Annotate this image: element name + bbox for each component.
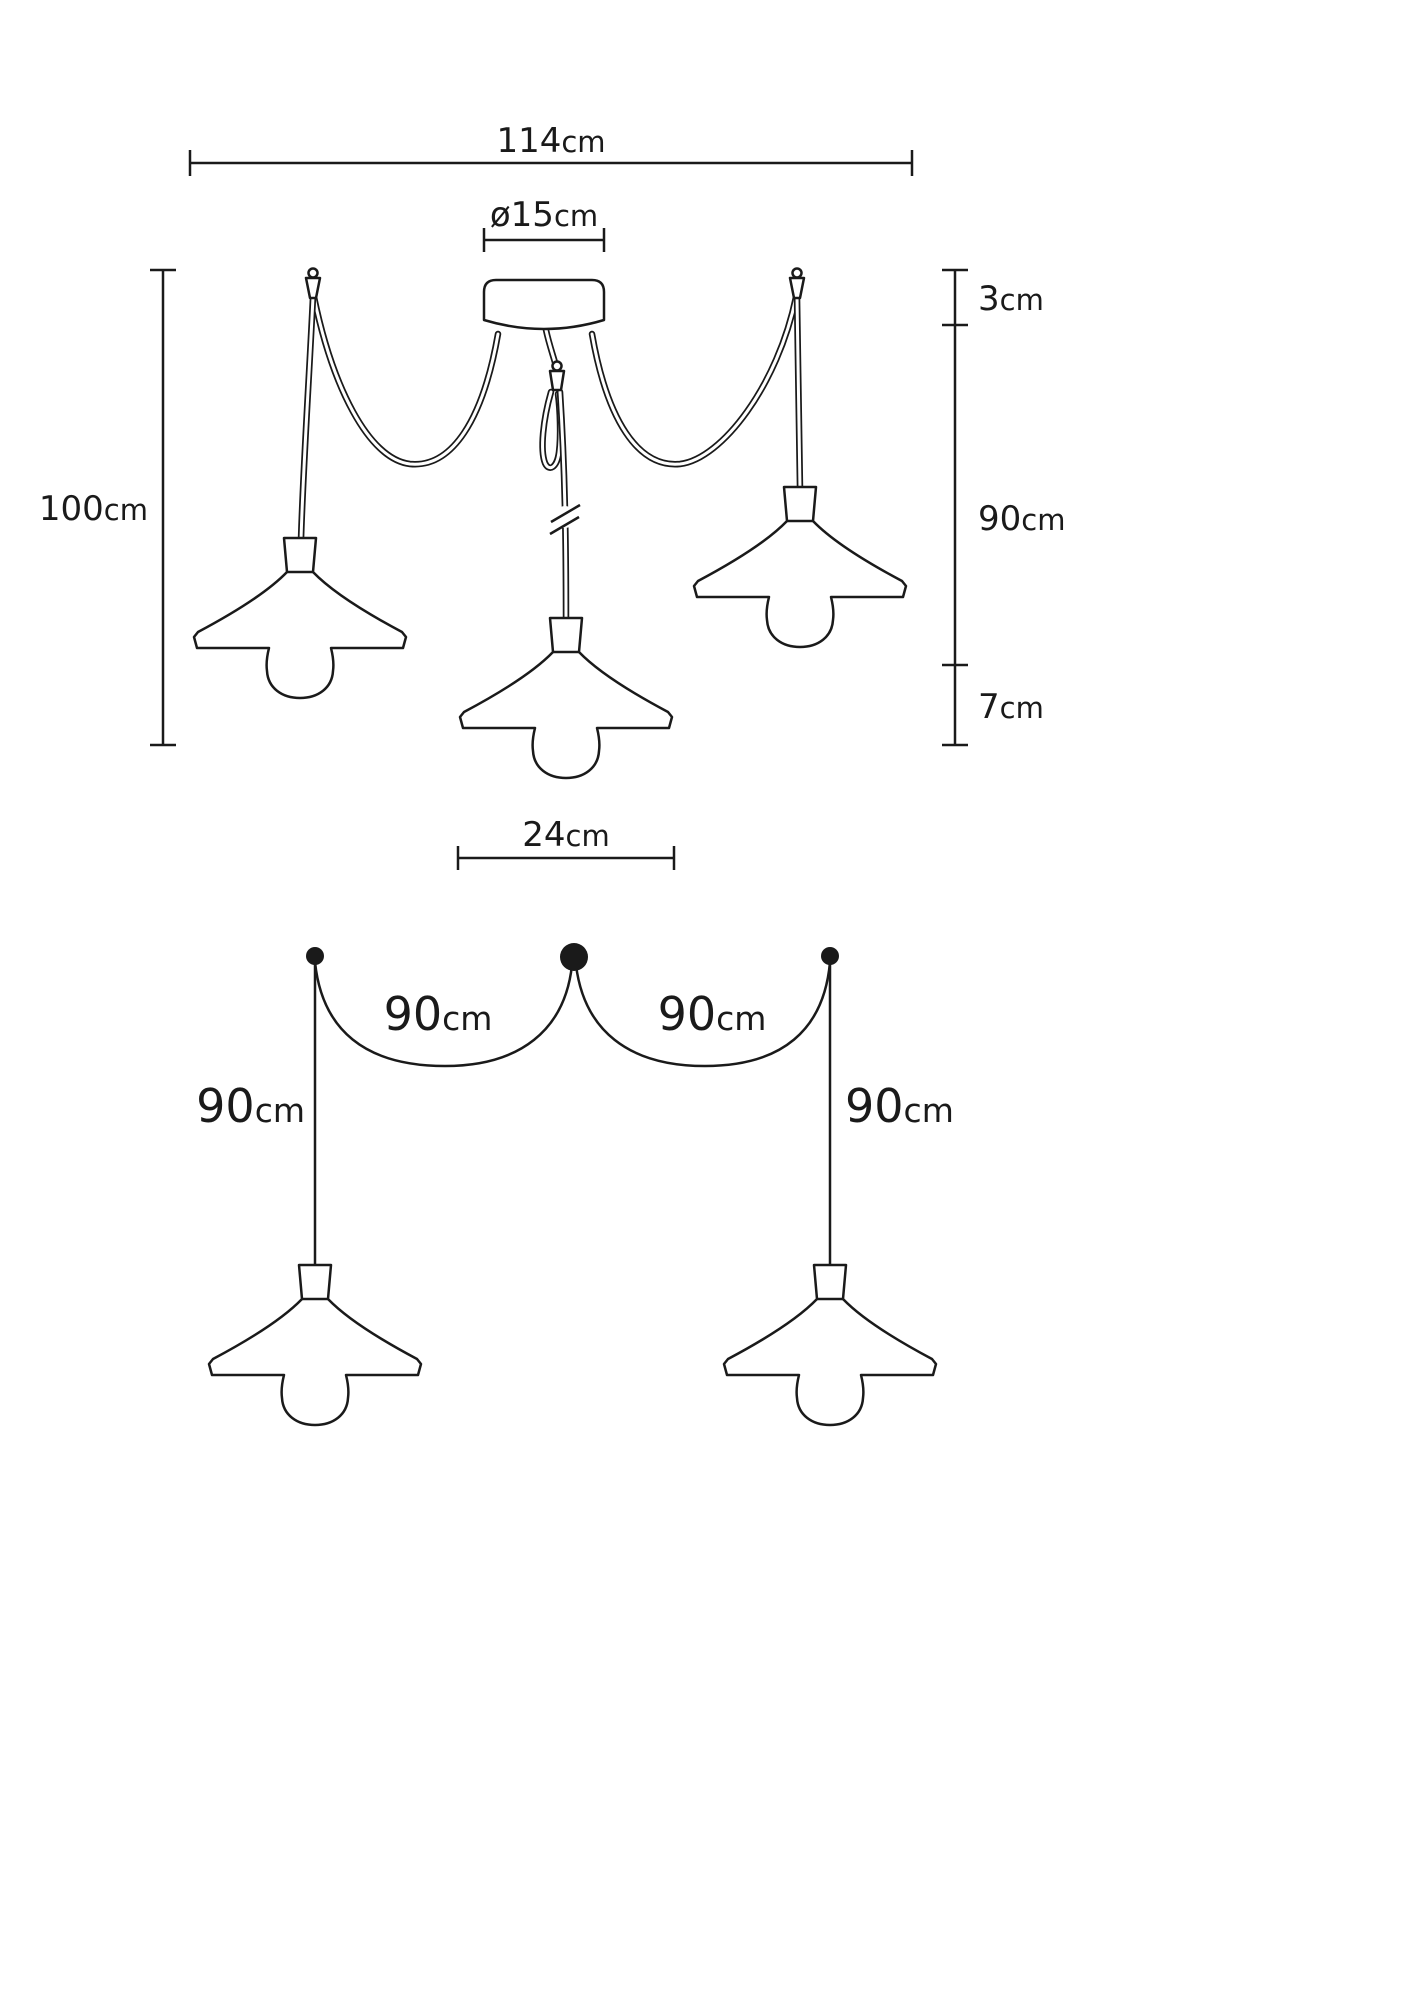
arc-left (313, 961, 574, 1068)
dim-total-height-label: 100cm (39, 489, 148, 529)
hook-right (788, 267, 806, 300)
cord-path (310, 293, 502, 468)
lampshade-top-center (458, 616, 674, 780)
cord-right-drape (588, 293, 800, 468)
hook-knob (791, 267, 803, 279)
hook-left (304, 267, 322, 300)
dim-suspension-height-label: 3cm (978, 279, 1044, 319)
cord-break-slash (549, 515, 580, 536)
arc-right (574, 961, 832, 1068)
hook-body (304, 276, 322, 300)
cord-center-drop (556, 388, 570, 624)
cord-path (558, 390, 568, 622)
dim-shade-diameter-label: 24cm (522, 815, 609, 855)
dim-right-stack: 3cm 90cm 7cm (942, 268, 1065, 747)
junction-dot-right (821, 947, 839, 965)
dim-overall-width-label: 114cm (496, 121, 605, 161)
dim-canopy-diameter-label: ø15cm (490, 195, 598, 235)
hook-knob (307, 267, 319, 279)
hook-body (548, 369, 566, 392)
hook-body (788, 276, 806, 300)
drop-left-label: 90cm (196, 1079, 305, 1133)
top-view: 114cm ø15cm 100cm 3cm 90cm 7cm (39, 121, 1065, 870)
lampshade-bottom-right (722, 1263, 938, 1427)
arc-left-label: 90cm (384, 987, 493, 1041)
dim-shade-height-label: 7cm (978, 687, 1044, 727)
cord-left-drop (297, 293, 317, 544)
cord-left-drape (310, 293, 502, 468)
dim-shade-diameter: 24cm (456, 815, 676, 870)
dim-canopy-diameter: ø15cm (482, 195, 606, 252)
cord-layout-view: 90cm 90cm 90cm 90cm (196, 943, 954, 1427)
ceiling-canopy (482, 278, 606, 331)
lampshade-top-right (692, 485, 908, 649)
dim-overall-width: 114cm (188, 121, 914, 176)
lampshade-top-left (192, 536, 408, 700)
cord-path (590, 295, 798, 466)
junction-dot-center (560, 943, 588, 971)
cord-right-drop (793, 293, 804, 493)
cord-center-stem (542, 326, 560, 370)
hook-knob (551, 360, 563, 372)
cord-break-mark (549, 503, 581, 536)
drop-right-label: 90cm (845, 1079, 954, 1133)
junction-dot-left (306, 947, 324, 965)
dim-cord-length-label: 90cm (978, 499, 1065, 539)
cord-break-slash (550, 503, 581, 524)
hook-center (548, 360, 566, 392)
lampshade-bottom-left (207, 1263, 423, 1427)
arc-right-label: 90cm (658, 987, 767, 1041)
dim-total-height: 100cm (39, 268, 176, 747)
cord-path (795, 295, 802, 491)
cord-path (299, 295, 315, 542)
cord-path (312, 295, 500, 466)
